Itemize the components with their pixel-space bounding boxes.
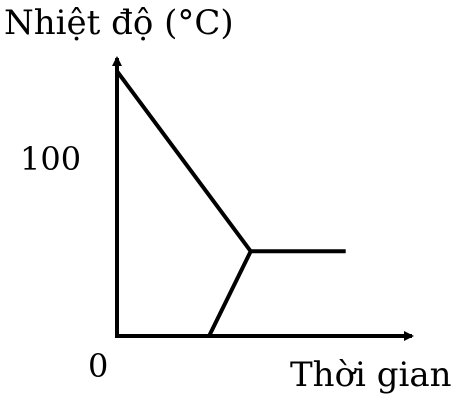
series-line-1 <box>115 70 346 254</box>
y-axis-label: Nhiệt độ (°C) <box>4 3 234 43</box>
x-axis-label: Thời gian <box>290 355 452 395</box>
series-layer <box>115 70 346 337</box>
series-line-2 <box>207 250 253 337</box>
y-tick-label-100: 100 <box>20 140 81 178</box>
origin-label: 0 <box>88 347 108 385</box>
